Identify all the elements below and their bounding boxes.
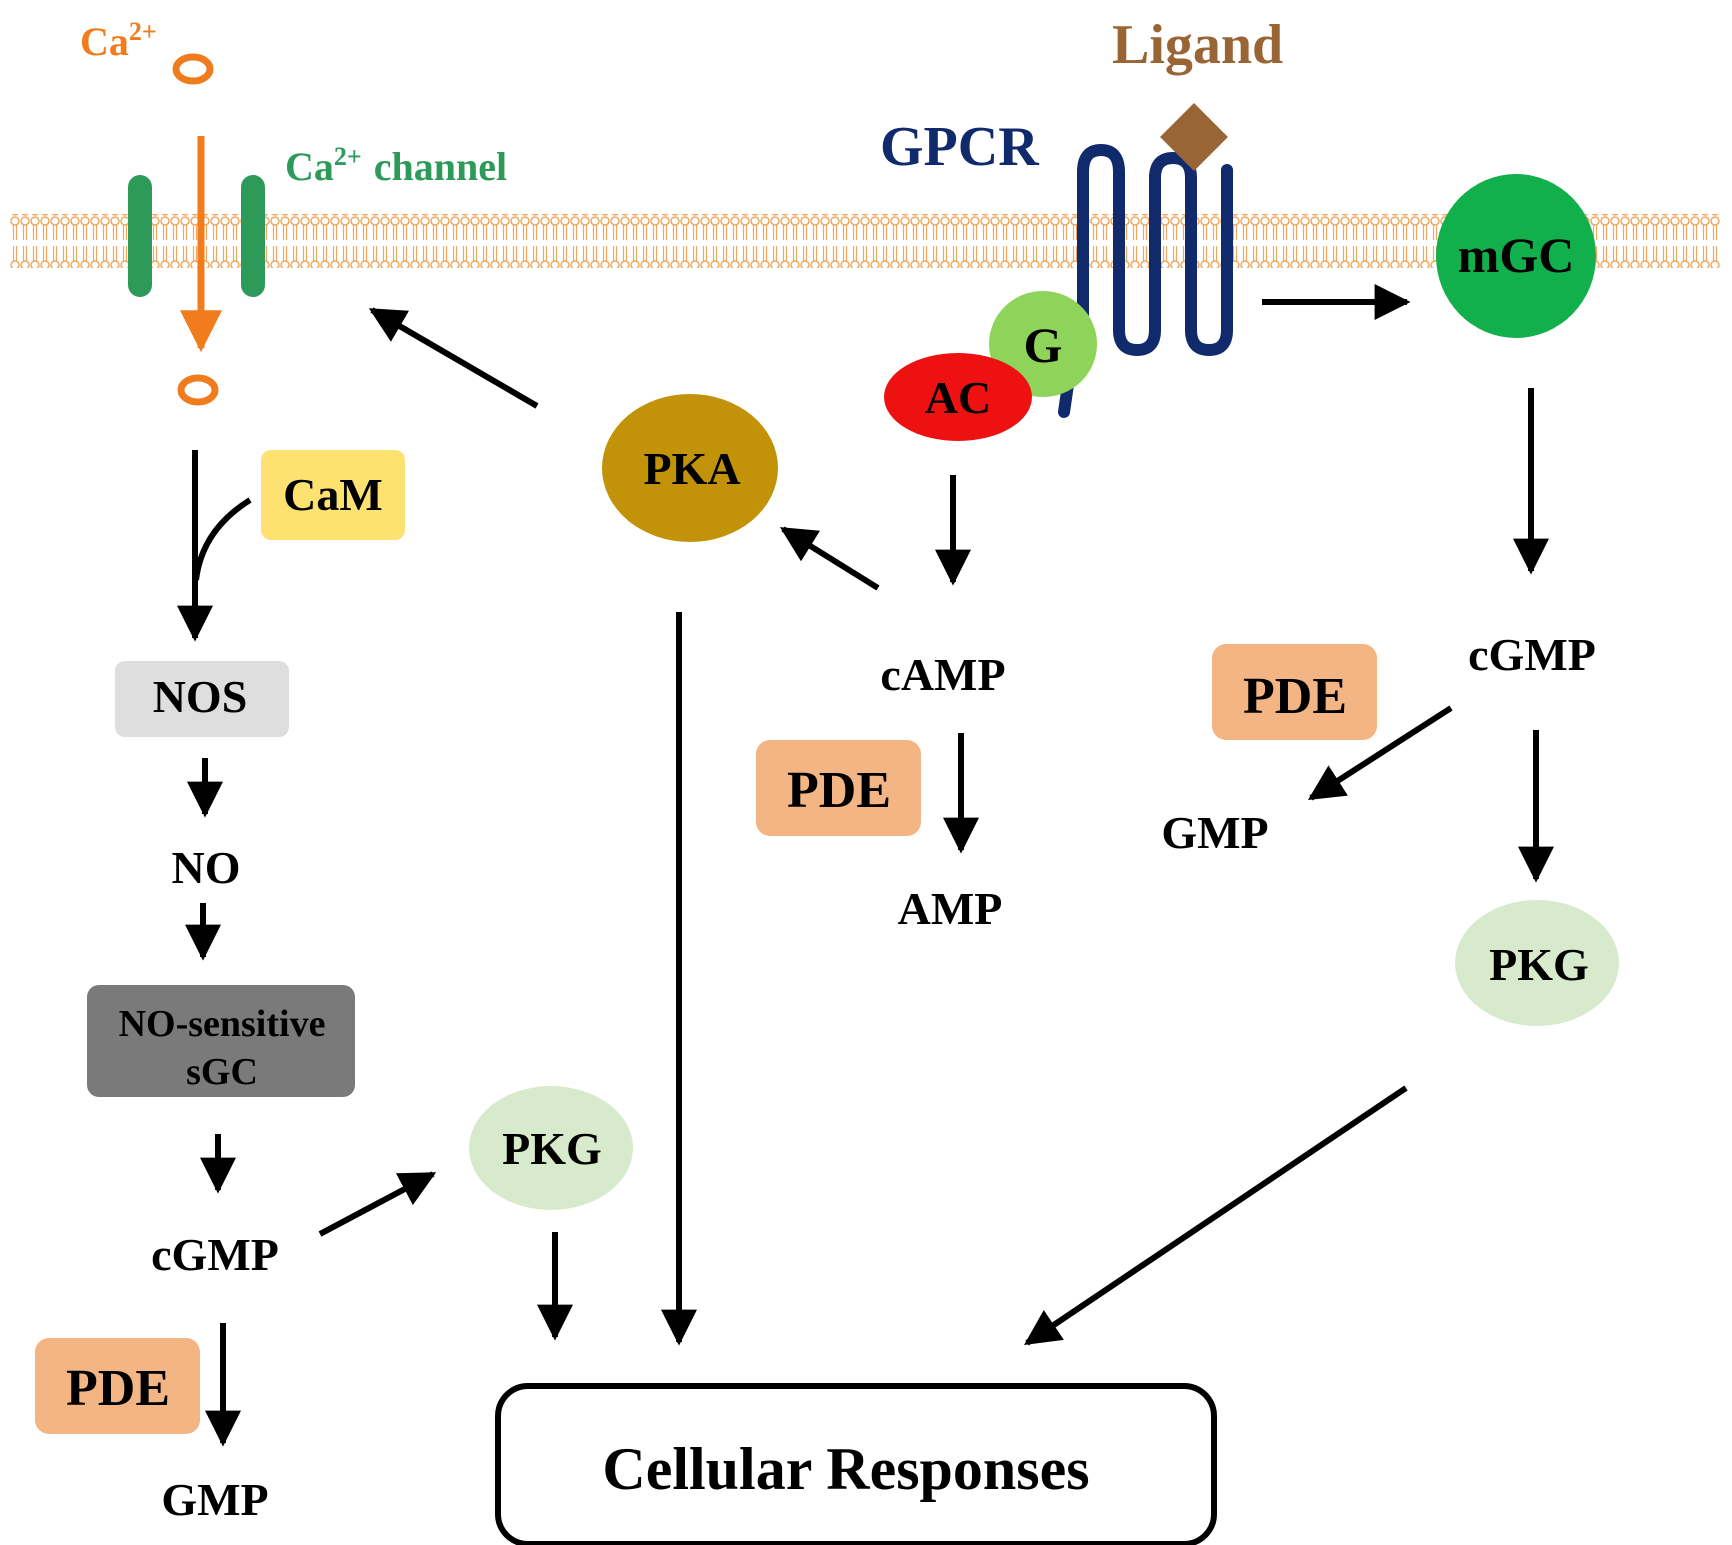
cellular-responses-label: Cellular Responses xyxy=(602,1436,1089,1502)
pde-mid-box xyxy=(756,740,921,836)
pde-right-label: PDE xyxy=(1243,668,1347,725)
no-label: NO xyxy=(172,842,241,893)
sgc-label-line1: NO-sensitive xyxy=(119,1003,326,1045)
calcium-channel-left-subunit xyxy=(128,175,152,297)
ligand-label: Ligand xyxy=(1112,14,1283,76)
arrow-cgmp-to-gmp-right xyxy=(1307,705,1453,801)
cam-label: CaM xyxy=(283,469,383,520)
amp-label: AMP xyxy=(898,883,1003,934)
pde-mid-label: PDE xyxy=(787,762,891,819)
pkg-left-node xyxy=(469,1086,633,1210)
gpcr-label: GPCR xyxy=(880,116,1039,178)
pkg-right-label: PKG xyxy=(1489,939,1589,990)
adenylyl-cyclase xyxy=(884,353,1032,441)
cellular-responses-box xyxy=(495,1383,1217,1545)
gmp-right-label: GMP xyxy=(1161,807,1268,858)
camp-label: cAMP xyxy=(880,649,1005,700)
calcium-ion-inside xyxy=(177,374,219,406)
cell-membrane xyxy=(10,214,1720,268)
pkg-left-label: PKG xyxy=(502,1123,602,1174)
pka-node xyxy=(602,394,778,542)
arrow-pka-to-channel xyxy=(368,307,539,409)
g-protein-label: G xyxy=(1024,317,1063,373)
cam-box xyxy=(261,450,405,540)
pde-left-box xyxy=(35,1338,200,1434)
calcium-ion-label: Ca2+ xyxy=(80,17,157,64)
gpcr-receptor xyxy=(1077,143,1233,358)
arrow-pkg-right-to-responses xyxy=(1024,1085,1408,1346)
pde-right-box xyxy=(1212,644,1377,740)
calcium-channel-right-subunit xyxy=(241,175,265,297)
pka-label: PKA xyxy=(643,443,740,494)
arrow-cgmp-to-pkg-left xyxy=(318,1171,437,1237)
mgc-node xyxy=(1436,174,1596,338)
nos-label: NOS xyxy=(153,671,248,722)
sgc-box xyxy=(87,985,355,1097)
arrow-cam-joining xyxy=(193,497,252,581)
ac-label: AC xyxy=(925,372,991,423)
cgmp-right-label: cGMP xyxy=(1468,629,1596,680)
gmp-left-label: GMP xyxy=(161,1474,268,1525)
mgc-label: mGC xyxy=(1458,227,1575,283)
nos-box xyxy=(115,661,289,737)
sgc-label-line2: sGC xyxy=(186,1051,258,1093)
calcium-ion-outside xyxy=(172,53,214,85)
pkg-right-node xyxy=(1455,900,1619,1026)
pde-left-label: PDE xyxy=(66,1360,170,1417)
cgmp-left-label: cGMP xyxy=(151,1229,279,1280)
calcium-channel-label: Ca2+channel xyxy=(285,142,507,189)
arrow-camp-to-pka xyxy=(779,526,880,591)
